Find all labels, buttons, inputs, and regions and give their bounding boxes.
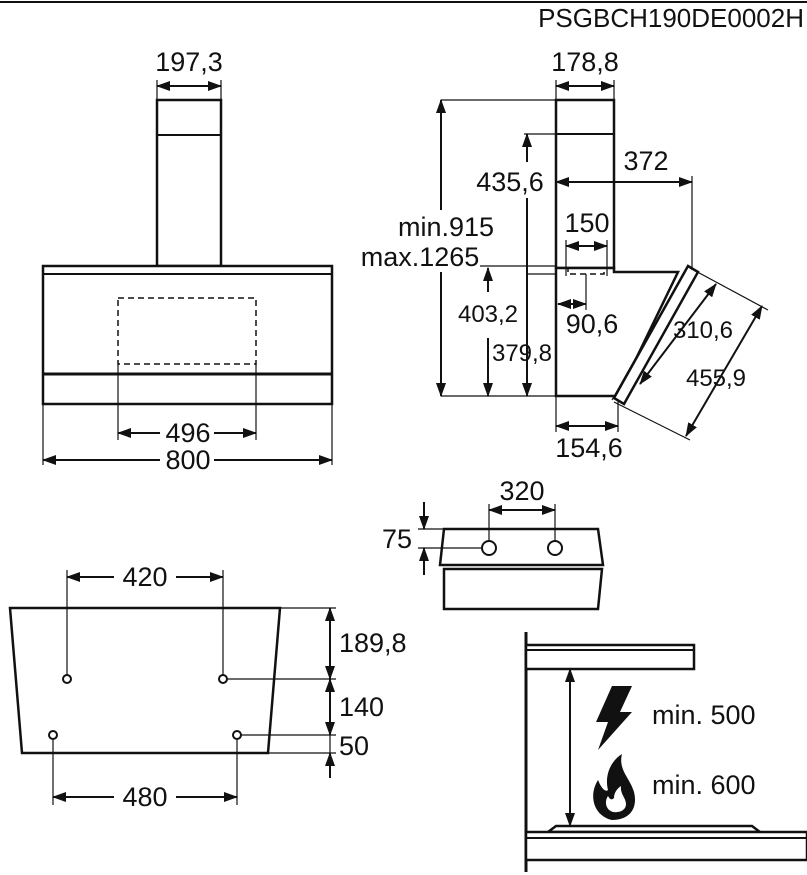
header: PSGBCH190DE0002H xyxy=(0,1,807,33)
bracket-hole-right xyxy=(547,540,563,556)
bracket-view: 320 75 xyxy=(382,476,605,611)
side-outlet-depth: 90,6 xyxy=(566,309,619,339)
clearance-hood xyxy=(524,643,696,671)
bracket-hole-height: 75 xyxy=(382,524,412,554)
front-inner-width: 496 xyxy=(165,418,210,448)
side-chimney xyxy=(554,98,616,270)
clearance-gas: min. 600 xyxy=(652,770,756,800)
rear-upper-hole-spacing: 420 xyxy=(122,562,167,592)
bracket-top xyxy=(438,527,605,567)
clearance-electric: min. 500 xyxy=(652,700,756,730)
front-chimney-width: 197,3 xyxy=(155,47,223,77)
side-chimney-depth: 178,8 xyxy=(551,47,619,77)
side-height-min: min.915 xyxy=(398,212,494,242)
side-body-height: 379,8 xyxy=(492,340,552,367)
front-hood-body xyxy=(41,264,334,406)
side-projection: 372 xyxy=(623,146,668,176)
side-outlet-offset: 150 xyxy=(564,208,609,238)
front-chimney xyxy=(155,98,223,268)
side-outlet-height: 403,2 xyxy=(458,301,518,328)
bracket-hole-spacing: 320 xyxy=(499,476,544,506)
installation-clearance: min. 500 min. 600 xyxy=(524,632,807,872)
side-view: 178,8 min.915 max.1265 435,6 372 150 403 xyxy=(361,47,769,463)
side-height-max: max.1265 xyxy=(361,242,480,272)
worktop xyxy=(524,830,807,862)
rear-hole-vertical-spacing: 140 xyxy=(339,692,384,722)
front-filter-outline xyxy=(117,297,257,365)
side-base-depth: 154,6 xyxy=(555,433,623,463)
rear-bottom-offset: 50 xyxy=(339,731,369,761)
bracket-bottom xyxy=(442,567,604,611)
front-total-width: 800 xyxy=(165,445,210,475)
model-code: PSGBCH190DE0002H xyxy=(538,3,804,33)
side-panel-inner: 310,6 xyxy=(673,317,733,344)
rear-lower-hole-spacing: 480 xyxy=(122,782,167,812)
side-panel-outer: 455,9 xyxy=(686,365,746,392)
lightning-icon xyxy=(596,686,632,750)
rear-top-offset: 189,8 xyxy=(339,628,407,658)
rear-mount-view: 420 480 189,8 140 50 xyxy=(8,562,407,812)
front-view: 197,3 496 800 xyxy=(41,47,334,475)
side-chimney-offset: 435,6 xyxy=(476,167,544,197)
